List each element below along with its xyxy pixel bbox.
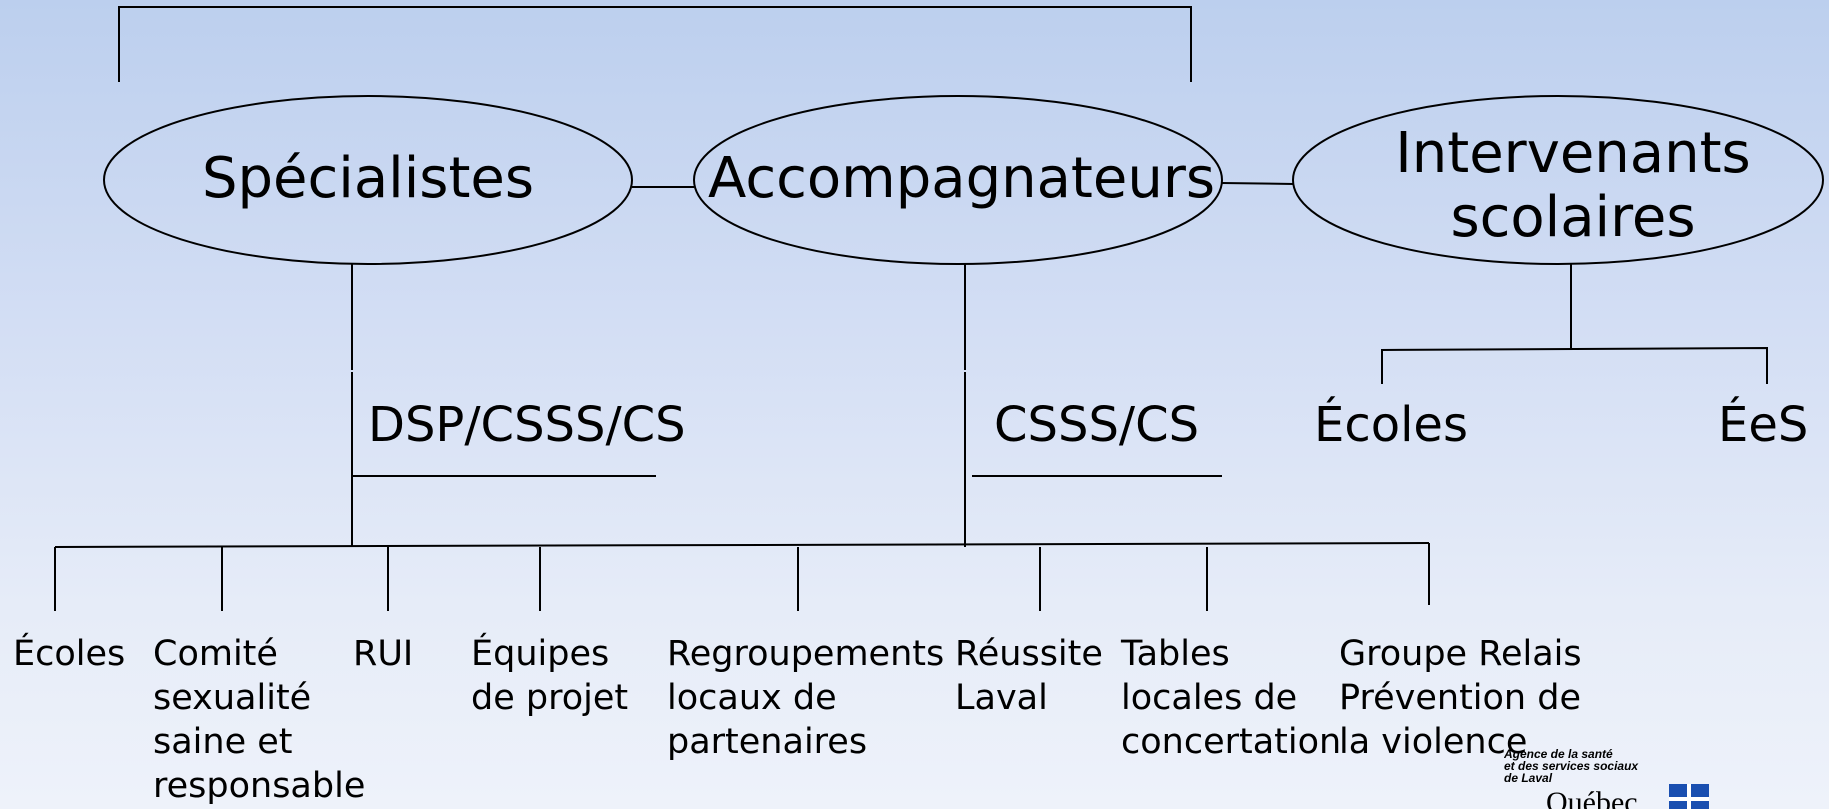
ees-label: ÉeS: [1718, 397, 1809, 453]
dsp-csss-cs-label: DSP/CSSS/CS: [368, 397, 686, 453]
bottom-bus: [54, 542, 1430, 548]
leaf-ecoles: Écoles: [13, 634, 126, 674]
quebec-wordmark: Québec: [1546, 786, 1638, 809]
accompagnateurs-ellipse: [693, 95, 1223, 265]
top-bracket: [118, 6, 1192, 82]
agency-name: Agence de la santé et des services socia…: [1504, 748, 1639, 785]
ecoles-mid-label: Écoles: [1314, 397, 1468, 453]
leaf-groupe-relais: Groupe Relais Prévention de la violence: [1339, 634, 1582, 762]
link-acc-int: [1221, 182, 1295, 185]
agency-logo: Agence de la santé et des services socia…: [1504, 748, 1744, 809]
intervenants-label: Intervenants scolaires: [1395, 121, 1751, 250]
quebec-flag-icon: [1669, 784, 1709, 809]
accompagnateurs-label: Accompagnateurs: [708, 146, 1216, 211]
csss-cs-label: CSSS/CS: [994, 397, 1200, 453]
intervenants-ellipse: [1292, 95, 1824, 265]
leaf-regroupements: Regroupements locaux de partenaires: [667, 634, 945, 762]
leaf-comite-sexualite: Comité sexualité saine et responsable: [153, 634, 366, 806]
leaf-tables-locales: Tables locales de concertation: [1121, 634, 1342, 762]
leaf-rui: RUI: [353, 634, 414, 674]
leaf-equipes-projet: Équipes de projet: [471, 634, 629, 718]
leaf-reussite-laval: Réussite Laval: [955, 634, 1103, 718]
specialistes-ellipse: [103, 95, 633, 265]
specialistes-label: Spécialistes: [201, 146, 535, 211]
